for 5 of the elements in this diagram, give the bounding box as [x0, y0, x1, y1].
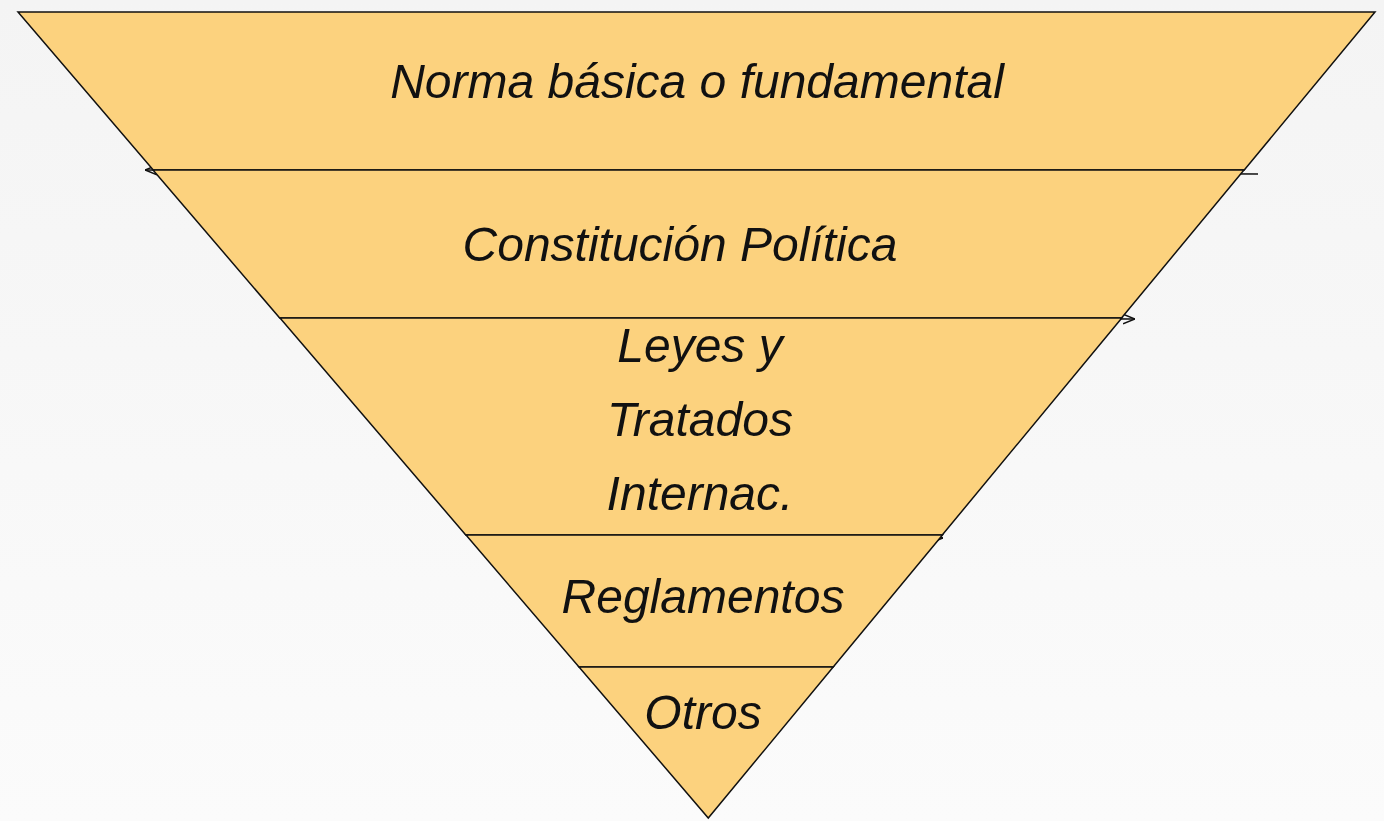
- band-label: Norma básica o fundamental: [389, 54, 1006, 110]
- band-label: Leyes y Tratados Internac.: [605, 318, 795, 522]
- band-label: Constitución Política: [461, 217, 899, 273]
- band-label: Otros: [643, 685, 763, 741]
- band-label: Reglamentos: [560, 569, 846, 625]
